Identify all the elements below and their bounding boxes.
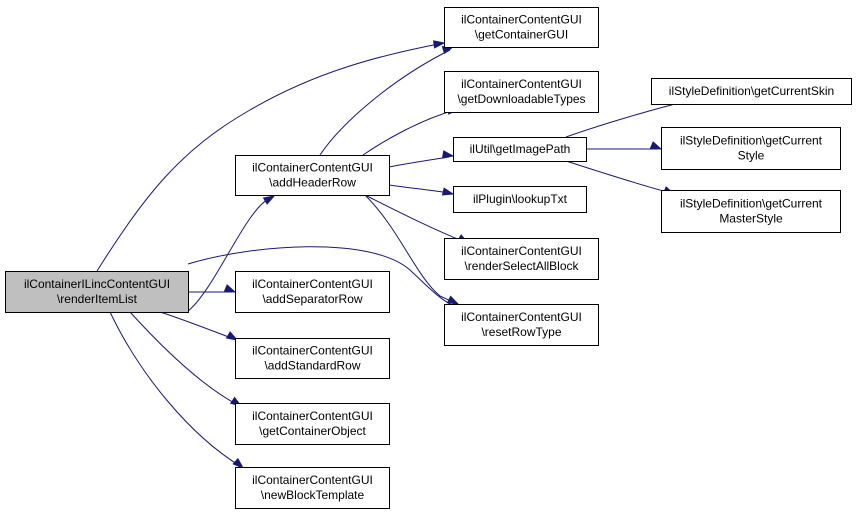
edge-root-to-addHeaderRow [97,195,276,313]
node-box[interactable] [235,271,390,313]
node-label-line: ilContainerILincContentGUI [24,277,170,291]
node-getImagePath[interactable]: ilUtil\getImagePath [453,137,587,162]
node-box[interactable] [5,271,189,313]
node-box[interactable] [444,7,599,48]
node-label-line: \addSeparatorRow [262,292,362,306]
node-label-line: \getContainerObject [259,424,366,438]
node-label-line: ilContainerContentGUI [252,161,373,175]
node-addSeparatorRow[interactable]: ilContainerContentGUI\addSeparatorRow [235,271,390,313]
node-box[interactable] [661,127,841,170]
nodes-layer: ilContainerILincContentGUI\renderItemLis… [5,7,852,509]
node-getDownloadableTypes[interactable]: ilContainerContentGUI\getDownloadableTyp… [444,71,599,113]
edge-addHeaderRow-to-resetRowType [364,194,460,305]
edge-line [565,160,672,194]
edge-arrowhead [262,195,276,205]
node-label-line: \resetRowType [481,325,561,339]
node-box[interactable] [453,137,587,162]
node-box[interactable] [444,304,599,346]
node-resetRowType[interactable]: ilContainerContentGUI\resetRowType [444,304,599,346]
node-box[interactable] [235,155,390,196]
node-label-line: \addHeaderRow [269,176,356,190]
node-label-line: \getContainerGUI [475,28,568,42]
edge-root-to-newBlockTemplate [109,311,245,470]
edge-arrowhead [649,141,663,150]
node-label-line: ilContainerContentGUI [252,277,373,291]
node-addHeaderRow[interactable]: ilContainerContentGUI\addHeaderRow [235,155,390,196]
edge-arrowhead [223,284,237,293]
edge-root-to-addSeparatorRow [188,284,237,293]
node-addStandardRow[interactable]: ilContainerContentGUI\addStandardRow [235,338,390,379]
node-label-line: ilStyleDefinition\getCurrentSkin [669,84,834,98]
node-getContainerObject[interactable]: ilContainerContentGUI\getContainerObject [235,403,390,445]
node-box[interactable] [235,403,390,445]
edge-root-to-getContainerGUI [96,40,446,272]
edge-line [362,109,456,156]
edges-layer [96,40,696,470]
node-getCurrentSkin[interactable]: ilStyleDefinition\getCurrentSkin [651,78,852,105]
edge-root-to-getContainerObject [129,311,243,407]
edge-line [97,197,271,313]
node-label-line: \getDownloadableTypes [457,92,585,106]
node-label-line: Style [738,149,765,163]
edge-arrowhead [446,295,460,305]
edge-line [388,184,450,194]
node-box[interactable] [235,338,390,379]
edge-root-to-addStandardRow [159,311,239,341]
node-newBlockTemplate[interactable]: ilContainerContentGUI\newBlockTemplate [235,467,390,509]
node-label-line: ilContainerContentGUI [461,310,582,324]
edge-addHeaderRow-to-getImagePath [388,150,455,168]
edge-getImagePath-to-getCurrentStyle [586,141,663,150]
edge-addHeaderRow-to-renderSelectAllBlock [364,194,470,244]
node-root[interactable]: ilContainerILincContentGUI\renderItemLis… [5,271,189,313]
node-label-line: ilContainerContentGUI [461,13,582,27]
node-renderSelectAllBlock[interactable]: ilContainerContentGUI\renderSelectAllBlo… [444,238,599,280]
edge-addHeaderRow-to-lookupTxt [388,184,455,196]
edge-addHeaderRow-to-getDownloadableTypes [362,106,460,156]
edge-arrowhead [225,331,239,341]
edge-addHeaderRow-to-getContainerGUI [319,46,455,156]
node-label-line: ilContainerContentGUI [252,409,373,423]
node-box[interactable] [453,186,587,213]
node-label-line: ilContainerContentGUI [461,244,582,258]
edge-line [364,194,456,304]
node-getContainerGUI[interactable]: ilContainerContentGUI\getContainerGUI [444,7,599,48]
edge-line [129,311,239,406]
node-label-line: ilPlugin\lookupTxt [473,192,568,206]
edge-line [109,311,241,467]
node-box[interactable] [235,467,390,509]
node-label-line: MasterStyle [719,212,783,226]
edge-line [187,246,460,310]
edge-arrowhead [441,187,455,196]
node-label-line: ilContainerContentGUI [252,344,373,358]
node-box[interactable] [651,78,852,105]
node-label-line: ilContainerContentGUI [461,77,582,91]
edge-arrowhead [441,150,455,159]
node-box[interactable] [661,190,841,233]
node-label-line: ilContainerContentGUI [252,473,373,487]
edge-line [159,311,235,340]
node-label-line: ilStyleDefinition\getCurrent [680,197,823,211]
node-box[interactable] [444,71,599,113]
node-box[interactable] [444,238,599,280]
node-lookupTxt[interactable]: ilPlugin\lookupTxt [453,186,587,213]
edge-line [364,194,466,243]
node-label-line: ilStyleDefinition\getCurrent [680,134,823,148]
edge-line [388,156,450,168]
node-label-line: \newBlockTemplate [261,488,365,502]
edge-line [96,42,445,272]
node-label-line: \addStandardRow [264,359,360,373]
node-label-line: ilUtil\getImagePath [470,142,571,156]
node-label-line: \renderItemList [57,292,138,306]
node-label-line: \renderSelectAllBlock [464,259,579,273]
edge-arrowhead [232,457,245,470]
edge-line [319,49,451,156]
edge-arrowhead [433,40,446,49]
